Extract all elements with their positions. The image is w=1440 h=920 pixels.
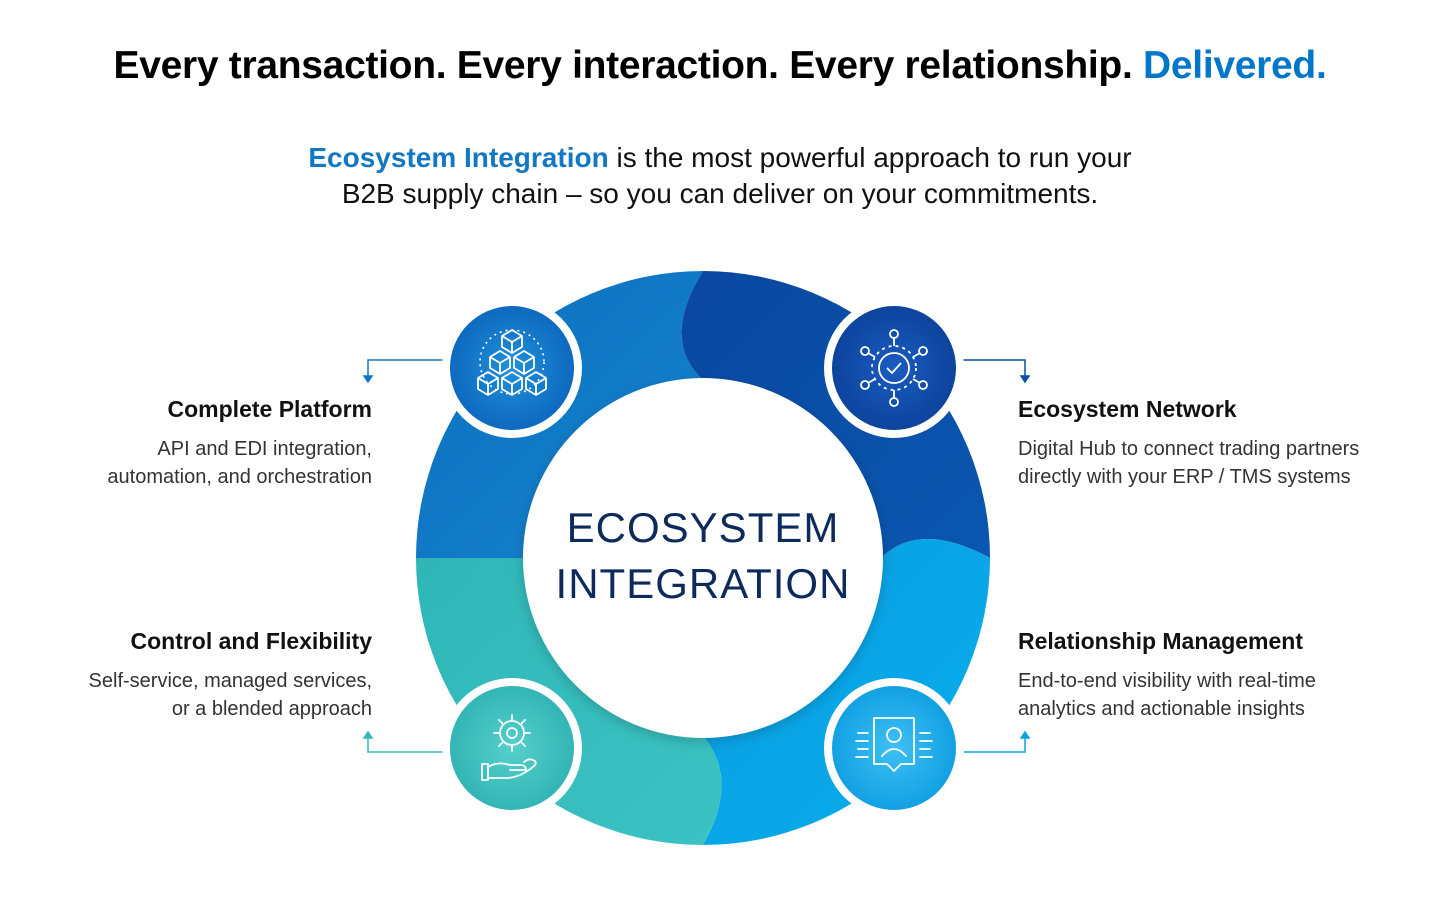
center-circle (523, 378, 883, 738)
pillar-desc-1: End-to-end visibility with real-time (1018, 670, 1316, 692)
pillar-ecosystem-network: Ecosystem Network Digital Hub to connect… (1018, 396, 1433, 491)
pillar-desc-1: API and EDI integration, (157, 438, 372, 460)
subhead-line-1-rest: is the most powerful approach to run you… (608, 142, 1132, 173)
pillar-title: Relationship Management (1018, 628, 1303, 654)
subhead: Ecosystem Integration is the most powerf… (220, 140, 1220, 212)
pillar-control-flexibility: Control and Flexibility Self-service, ma… (12, 628, 372, 723)
icon-badge-complete-platform (442, 298, 582, 438)
pillar-desc-2: directly with your ERP / TMS systems (1018, 466, 1351, 488)
pillar-title: Control and Flexibility (130, 628, 372, 654)
person-badge-icon (855, 717, 933, 772)
pillar-complete-platform: Complete Platform API and EDI integratio… (12, 396, 372, 491)
pillar-desc-2: automation, and orchestration (107, 466, 372, 488)
center-label: ECOSYSTEM INTEGRATION (522, 500, 884, 612)
headline-accent: Delivered. (1143, 44, 1327, 87)
pillar-relationship-management: Relationship Management End-to-end visib… (1018, 628, 1433, 723)
network-check-icon (860, 329, 928, 407)
headline: Every transaction. Every interaction. Ev… (0, 44, 1440, 88)
segment-bottom-left (416, 558, 722, 845)
headline-main: Every transaction. Every interaction. Ev… (113, 44, 1133, 87)
cubes-icon (477, 329, 547, 396)
center-line-2: INTEGRATION (555, 560, 851, 607)
gear-hand-icon (481, 714, 537, 781)
subhead-accent: Ecosystem Integration (308, 142, 609, 173)
connector-complete-platform (362, 359, 450, 384)
pillar-desc-2: or a blended approach (171, 698, 372, 720)
connector-relationship-management (956, 730, 1031, 753)
pillar-title: Ecosystem Network (1018, 396, 1237, 422)
icon-badge-relationship-management (824, 678, 964, 818)
segment-bottom-right (703, 539, 990, 845)
pillar-desc-1: Self-service, managed services, (88, 670, 372, 692)
icon-badge-ecosystem-network (824, 298, 964, 438)
subhead-line-1: Ecosystem Integration is the most powerf… (220, 140, 1220, 176)
segment-top-right (681, 271, 990, 558)
connector-control-flexibility (362, 730, 450, 753)
subhead-line-2: B2B supply chain – so you can deliver on… (341, 178, 1099, 209)
pillar-desc-1: Digital Hub to connect trading partners (1018, 438, 1360, 460)
connector-ecosystem-network (956, 359, 1031, 384)
pillar-title: Complete Platform (167, 396, 372, 422)
pillar-desc-2: analytics and actionable insights (1018, 698, 1305, 720)
icon-badge-control-flexibility (442, 678, 582, 818)
center-line-1: ECOSYSTEM (566, 504, 840, 551)
